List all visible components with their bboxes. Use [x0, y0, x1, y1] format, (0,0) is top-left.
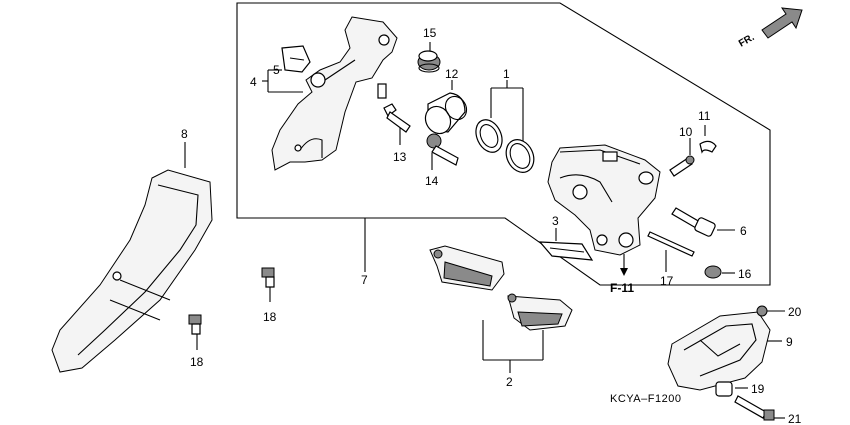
- collar: [715, 381, 733, 397]
- f11-reference-arrow: [620, 268, 628, 276]
- label-part-8: 8: [181, 127, 188, 141]
- label-part-16: 16: [738, 267, 752, 281]
- brake-pad-lower: [507, 293, 573, 331]
- label-part-12: 12: [445, 67, 459, 81]
- caliper-pin-bolt: [671, 207, 716, 237]
- caliper-body: [547, 144, 661, 256]
- screw: [756, 305, 768, 317]
- pad-pin-plug: [704, 265, 722, 279]
- label-part-20: 20: [788, 305, 802, 319]
- label-part-18-upper: 18: [263, 310, 277, 324]
- caliper-piston: [424, 92, 468, 135]
- reference-label-f11: F-11: [610, 281, 634, 295]
- label-part-11: 11: [698, 109, 711, 123]
- bracket-pin: [383, 103, 411, 133]
- label-part-19: 19: [751, 382, 765, 396]
- boot: [417, 50, 441, 73]
- caliper-assembly-outline: [236, 2, 771, 286]
- pad-spring: [538, 241, 594, 261]
- label-part-13: 13: [393, 150, 407, 164]
- label-part-18-lower: 18: [190, 355, 204, 369]
- flange-bolt-upper: [261, 267, 275, 288]
- caliper-guard: [667, 311, 771, 391]
- label-part-3: 3: [552, 214, 559, 228]
- bleed-valve-cap: [699, 140, 717, 154]
- label-part-15: 15: [423, 26, 437, 40]
- brake-pad-upper: [429, 245, 505, 291]
- bolt: [734, 395, 775, 421]
- leader-lines: [184, 42, 785, 419]
- direction-marker-label: FR.: [737, 32, 757, 50]
- label-part-2: 2: [506, 375, 513, 389]
- diagram-code: KCYA–F1200: [610, 393, 681, 405]
- part-labels: 1 2 3 4 5 6 7 8 9 10 11 12 13 14 15 16 1…: [181, 26, 802, 425]
- label-part-21: 21: [788, 412, 802, 425]
- pad-pin-rod: [647, 231, 695, 257]
- label-part-7: 7: [361, 273, 368, 287]
- label-part-4: 4: [250, 75, 257, 89]
- label-part-10: 10: [679, 125, 693, 139]
- piston-seals: [475, 119, 535, 173]
- flange-bolt-lower: [188, 314, 202, 335]
- caliper-bracket: [271, 16, 398, 171]
- label-part-9: 9: [786, 335, 793, 349]
- pad-pin: [426, 133, 459, 166]
- retainer-clip: [281, 45, 311, 73]
- chain-guide: [51, 169, 213, 373]
- label-part-17: 17: [660, 274, 674, 288]
- label-part-6: 6: [740, 224, 747, 238]
- label-part-1: 1: [503, 67, 510, 81]
- front-arrow: [761, 7, 803, 39]
- label-part-5: 5: [273, 63, 280, 77]
- bleed-valve: [669, 155, 695, 177]
- label-part-14: 14: [425, 174, 439, 188]
